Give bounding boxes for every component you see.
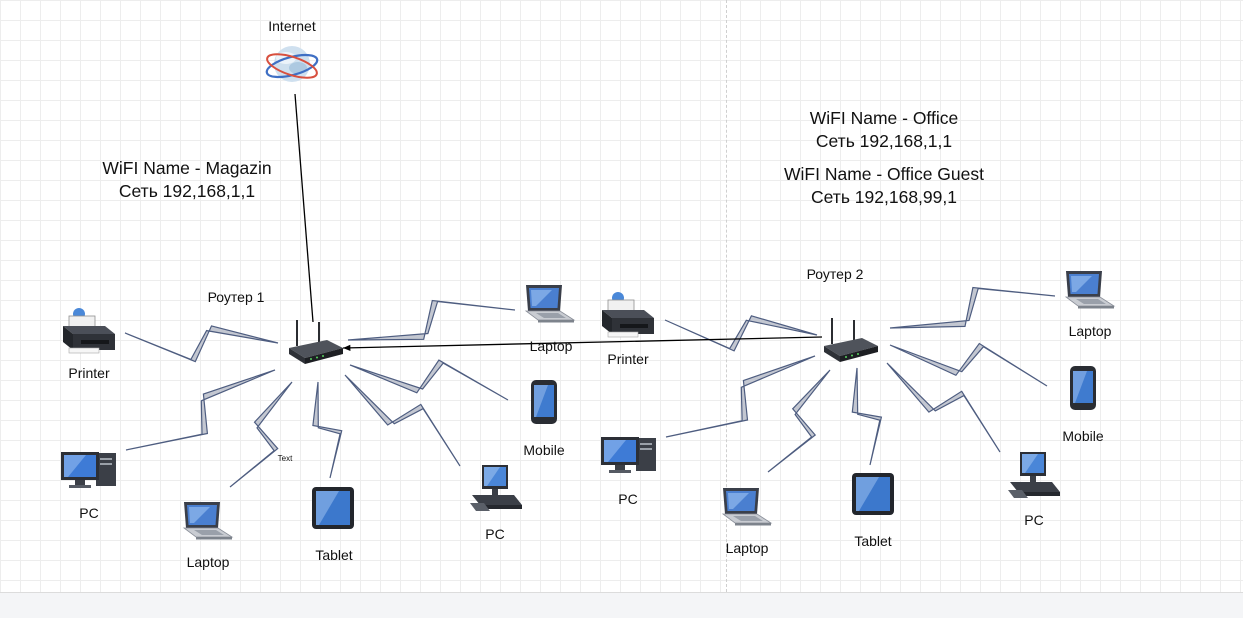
link-router2-router1[interactable] <box>342 336 823 349</box>
link-internet-router1[interactable] <box>294 93 314 323</box>
router1-mobile-icon[interactable] <box>531 380 557 424</box>
router1-pc-left-icon[interactable] <box>61 452 116 488</box>
router2-pc-right-label: PC <box>1024 512 1044 528</box>
internet-label: Internet <box>268 18 316 34</box>
router2-printer-icon[interactable] <box>601 291 655 338</box>
router1-laptop-bottom-icon[interactable] <box>183 501 233 540</box>
router1-printer-label: Printer <box>68 365 110 381</box>
router1-pc-right-label: PC <box>485 526 505 542</box>
network1-wifi-name: WiFI Name - Magazin <box>102 158 272 178</box>
router1-icon[interactable] <box>289 320 343 364</box>
network2-guest-wifi-name: WiFI Name - Office Guest <box>784 164 984 184</box>
wireless-r1-laptop[interactable] <box>229 381 293 488</box>
router1-mobile-label: Mobile <box>523 442 565 458</box>
wireless-links <box>124 286 1056 488</box>
wireless-r2-tablet[interactable] <box>851 367 883 466</box>
router1-pc-left-label: PC <box>79 505 99 521</box>
router1-laptop-top-icon[interactable] <box>525 284 575 323</box>
router2-icon[interactable] <box>824 318 878 362</box>
wireless-r1-pc[interactable] <box>125 369 276 451</box>
wireless-r1-printer[interactable] <box>124 325 279 363</box>
router1-pc-right-icon[interactable] <box>470 465 522 511</box>
wired-links <box>294 93 823 351</box>
page-break-line <box>726 0 727 592</box>
router2-printer-label: Printer <box>607 351 649 367</box>
wireless-r2-mobile[interactable] <box>889 342 1048 387</box>
network1-subnet: Сеть 192,168,1,1 <box>118 181 256 201</box>
router1-tablet-icon[interactable] <box>312 487 354 529</box>
wireless-r1-mobile[interactable] <box>349 359 509 401</box>
text-placeholder: Text <box>277 454 293 463</box>
internet-cloud-icon[interactable] <box>263 44 321 84</box>
network-diagram <box>61 44 1115 540</box>
router2-laptop-bottom-label: Laptop <box>725 540 769 556</box>
wireless-r2-laptop-top[interactable] <box>889 286 1056 329</box>
network2-guest-subnet: Сеть 192,168,99,1 <box>811 187 957 207</box>
router1-laptop-bottom-label: Laptop <box>186 554 230 570</box>
router2-pc-right-icon[interactable] <box>1008 452 1060 498</box>
router2-laptop-top-label: Laptop <box>1068 323 1112 339</box>
wireless-r2-pc-right[interactable] <box>886 362 1001 453</box>
wireless-r2-printer[interactable] <box>664 315 818 352</box>
router2-tablet-label: Tablet <box>854 533 892 549</box>
wireless-r2-pc[interactable] <box>665 355 816 438</box>
router2-pc-icon[interactable] <box>601 437 656 473</box>
router2-tablet-icon[interactable] <box>852 473 894 515</box>
status-bar <box>0 592 1243 618</box>
router1-tablet-label: Tablet <box>315 547 353 563</box>
wireless-r1-laptop-top[interactable] <box>347 299 516 341</box>
router2-mobile-icon[interactable] <box>1070 366 1096 410</box>
router2-pc-label: PC <box>618 491 638 507</box>
link-router2-router1-arrowhead <box>343 344 351 351</box>
router2-mobile-label: Mobile <box>1062 428 1104 444</box>
wireless-r2-laptop[interactable] <box>767 369 831 473</box>
router1-laptop-top-label: Laptop <box>529 338 573 354</box>
router1-label: Роутер 1 <box>207 289 265 305</box>
wireless-r1-tablet[interactable] <box>312 381 343 479</box>
router2-label: Роутер 2 <box>806 266 864 282</box>
network2-wifi-name: WiFI Name - Office <box>809 108 959 128</box>
wireless-r1-pc-right[interactable] <box>344 374 461 467</box>
router2-laptop-top-icon[interactable] <box>1065 270 1115 309</box>
network2-subnet: Сеть 192,168,1,1 <box>815 131 953 151</box>
router1-printer-icon[interactable] <box>62 307 116 354</box>
router2-laptop-bottom-icon[interactable] <box>722 487 772 526</box>
